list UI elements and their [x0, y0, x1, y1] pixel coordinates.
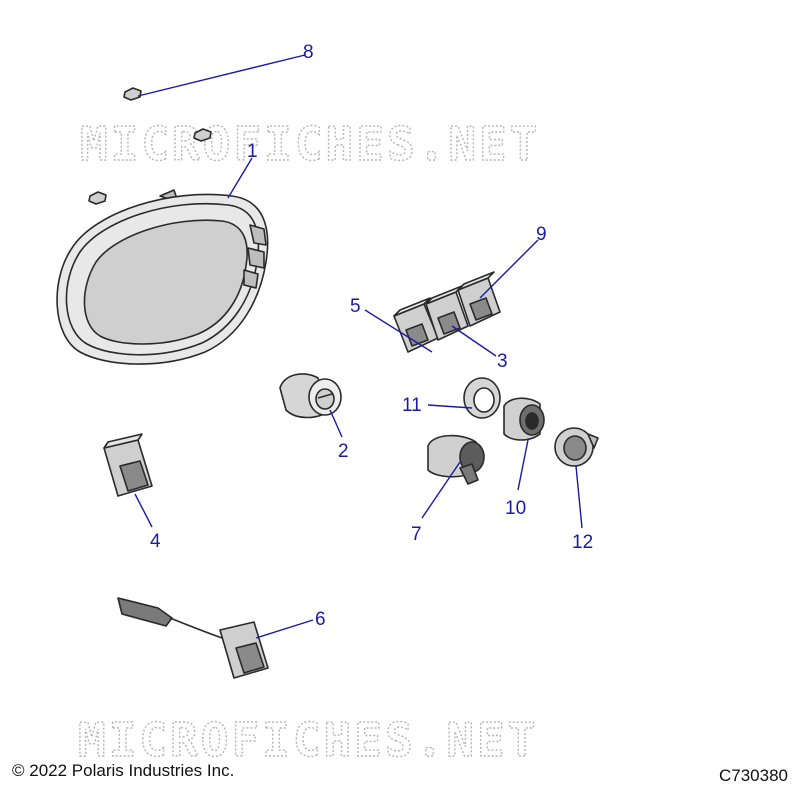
callouts: 8 1 9 5 3 11 2 10 7 12 4 6: [150, 42, 593, 630]
part-instrument-cluster: [56, 189, 269, 365]
part-socket-cap: [554, 427, 599, 467]
leader-11: [427, 404, 473, 409]
callout-7: 7: [411, 524, 422, 545]
part-accessory-socket: [427, 434, 485, 485]
leader-8: [137, 54, 306, 97]
part-ignition-switch: [279, 373, 342, 419]
copyright-notice: © 2022 Polaris Industries Inc.: [12, 761, 235, 780]
leader-7: [421, 461, 461, 519]
part-bezel-ring: [463, 377, 501, 419]
part-screws: [88, 87, 212, 205]
watermark-top: MICROFICHES.NET: [80, 117, 540, 171]
part-rocker-switch-right: [457, 271, 501, 327]
leader-5: [364, 309, 433, 353]
part-rocker-switch-left: [393, 297, 439, 353]
part-rocker-switch-single: [103, 433, 153, 497]
leader-2: [329, 409, 343, 438]
part-switch-harness: [117, 597, 269, 679]
callout-8: 8: [303, 42, 314, 63]
leader-6: [255, 619, 314, 639]
callout-3: 3: [497, 351, 508, 372]
part-power-outlet: [503, 397, 545, 441]
leader-1: [227, 157, 253, 199]
callout-2: 2: [338, 441, 349, 462]
leader-4: [134, 493, 153, 528]
callout-5: 5: [350, 296, 361, 317]
callout-10: 10: [505, 498, 526, 519]
figure-code: C730380: [718, 766, 788, 785]
callout-11: 11: [402, 395, 422, 416]
callout-1: 1: [247, 141, 258, 162]
callout-6: 6: [315, 609, 326, 630]
leader-3: [451, 325, 497, 357]
callout-4: 4: [150, 531, 161, 552]
leader-10: [517, 439, 529, 491]
callout-12: 12: [572, 532, 593, 553]
leader-lines: [134, 54, 583, 639]
callout-9: 9: [536, 224, 547, 245]
leader-12: [575, 465, 583, 529]
watermark-bottom: MICROFICHES.NET: [78, 713, 538, 767]
leader-9: [479, 239, 539, 299]
